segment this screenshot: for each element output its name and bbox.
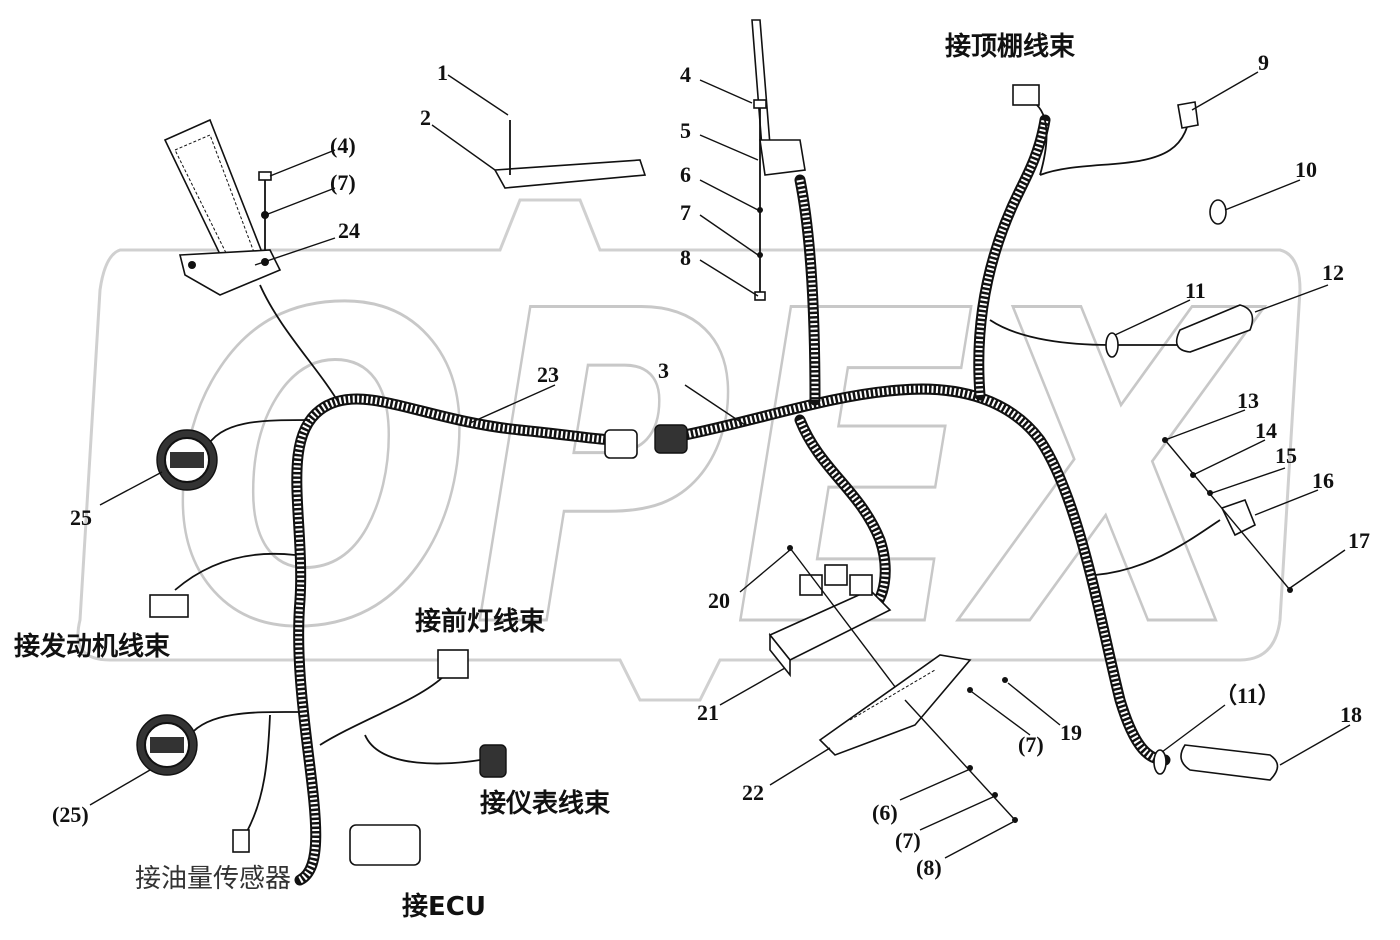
connection-labels: 接顶棚线束 接发动机线束 接前灯线束 接仪表线束 接油量传感器 接ECU <box>14 31 1076 922</box>
callout-11: 11 <box>1185 278 1206 303</box>
label-roof-harness: 接顶棚线束 <box>945 31 1076 62</box>
callout-14: 14 <box>1255 418 1277 443</box>
callout-1: 1 <box>437 60 448 85</box>
grommet-10 <box>1209 199 1227 225</box>
callout-7-ref-c: (7) <box>895 828 921 853</box>
accelerator-pedal <box>163 118 282 296</box>
ecu-connector <box>349 824 421 866</box>
leader-lines <box>89 71 1351 859</box>
callout-25: 25 <box>70 505 92 530</box>
watermark-text: OPEX <box>170 222 1265 722</box>
callout-19: 19 <box>1060 720 1082 745</box>
callout-4: 4 <box>680 62 691 87</box>
callout-5: 5 <box>680 118 691 143</box>
callout-3: 3 <box>658 358 669 383</box>
callout-6-ref: (6) <box>872 800 898 825</box>
roof-connector <box>1012 84 1040 106</box>
callout-8: 8 <box>680 245 691 270</box>
callout-10: 10 <box>1295 157 1317 182</box>
round-lamps <box>136 429 218 776</box>
callout-23: 23 <box>537 362 559 387</box>
callout-7: 7 <box>680 200 691 225</box>
instrument-connector <box>479 744 507 778</box>
label-engine-harness: 接发动机线束 <box>14 631 171 662</box>
lever-switch <box>751 19 806 301</box>
callout-7-ref-b: (7) <box>1018 732 1044 757</box>
mount-plate <box>818 654 1018 823</box>
callout-6: 6 <box>680 162 691 187</box>
callout-12: 12 <box>1322 260 1344 285</box>
callout-13: 13 <box>1237 388 1259 413</box>
bulb-9 <box>1177 101 1199 129</box>
watermark: OPEX <box>76 198 1302 724</box>
callout-2: 2 <box>420 105 431 130</box>
callout-18: 18 <box>1340 702 1362 727</box>
callout-9: 9 <box>1258 50 1269 75</box>
callout-25-ref: (25) <box>52 802 89 827</box>
connector-23-end <box>604 429 638 459</box>
thin-wires <box>174 99 1221 836</box>
engine-connector <box>149 594 189 618</box>
switch-16 <box>1162 437 1293 593</box>
label-ecu: 接ECU <box>402 892 486 922</box>
callout-24: 24 <box>338 218 360 243</box>
connectors <box>149 84 1227 866</box>
fuel-sensor-plug <box>232 829 250 853</box>
callout-20: 20 <box>708 588 730 613</box>
callout-15: 15 <box>1275 443 1297 468</box>
callout-17: 17 <box>1348 528 1370 553</box>
bracket <box>493 120 647 189</box>
callout-4-ref: (4) <box>330 133 356 158</box>
label-instrument-harness: 接仪表线束 <box>480 788 611 819</box>
label-headlight-harness: 接前灯线束 <box>415 606 546 637</box>
connector-3-end <box>654 424 688 454</box>
callout-16: 16 <box>1312 468 1334 493</box>
callout-21: 21 <box>697 700 719 725</box>
label-fuel-sensor: 接油量传感器 <box>135 864 291 894</box>
headlight-connector <box>437 649 469 679</box>
callout-numbers: 1 2 3 4 5 6 7 8 9 10 11 12 13 14 15 16 1… <box>52 50 1370 880</box>
callout-22: 22 <box>742 780 764 805</box>
relay-box <box>768 545 906 701</box>
callout-7-ref-a: (7) <box>330 170 356 195</box>
main-harness <box>291 114 1171 886</box>
callout-8-ref: (8) <box>916 855 942 880</box>
marker-lamps <box>1105 304 1279 781</box>
watermark-gear <box>76 198 1302 702</box>
callout-11-ref: （11） <box>1215 683 1280 708</box>
